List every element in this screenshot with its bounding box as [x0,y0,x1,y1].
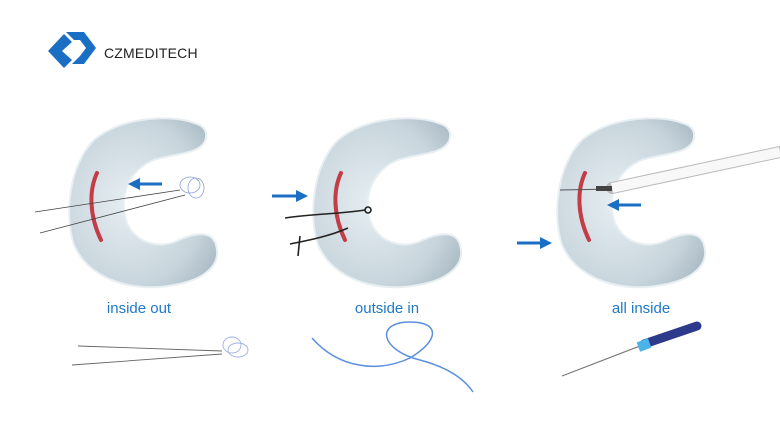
suture-device-icon [561,321,702,377]
suture-thread-icon [311,321,474,393]
cannula-instrument [559,146,780,194]
label-outside-in: outside in [354,300,420,317]
meniscus-all-inside [556,117,707,289]
label-inside-out: inside out [106,300,172,317]
sutures [284,206,372,257]
czmeditech-logo-icon [48,32,96,68]
label-all-inside: all inside [611,300,671,317]
meniscus-inside-out [68,117,219,289]
meniscus-outside-in [312,117,463,289]
needle-tool-icon [71,336,249,366]
suture-loop-icon [179,176,205,199]
brand-name: CZMEDITECH [104,45,198,61]
needles-through-meniscus [34,189,186,234]
